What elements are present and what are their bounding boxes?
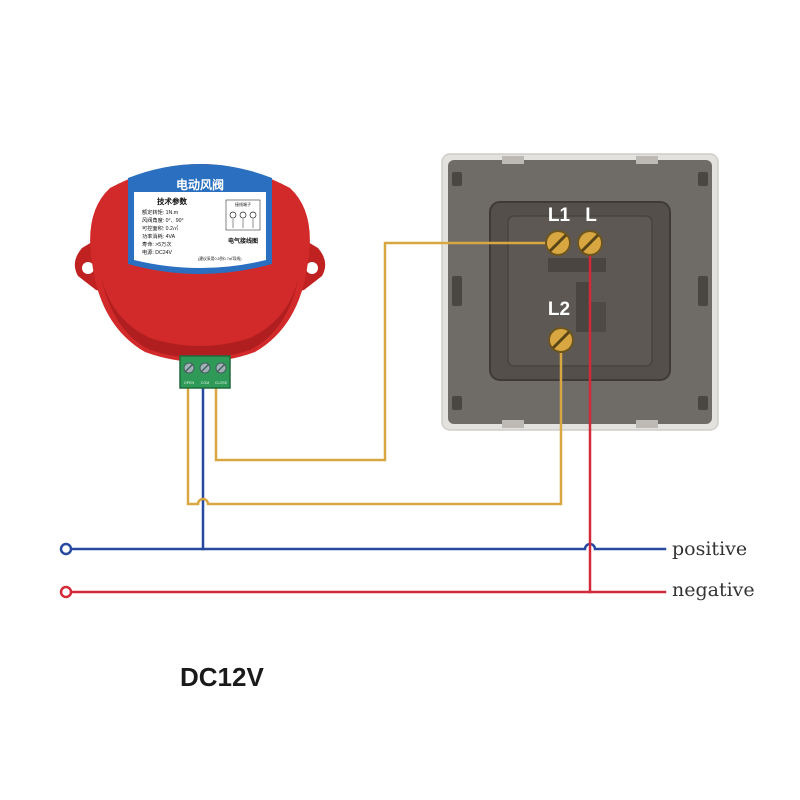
mini-terminal-icon [229, 211, 237, 219]
positive-bus-wire [66, 542, 667, 551]
supply-voltage-label: DC12V [180, 662, 264, 692]
notch [636, 156, 658, 164]
spec-line: 风阀角度: 0°、90° [142, 216, 184, 224]
screw-hole [698, 172, 708, 186]
open-to-l2-wire [186, 338, 563, 506]
spec-line: 寿命: >5万次 [142, 240, 172, 248]
spec-line: 额定转矩: 1N.m [142, 208, 178, 216]
screw-slot [548, 233, 568, 253]
wiring-title: 电气接线图 [228, 237, 258, 245]
screw-hole [698, 396, 708, 410]
wall-switch [441, 153, 719, 431]
mounting-hole-icon [82, 262, 94, 274]
contact-bar [576, 282, 590, 332]
positive-label: positive [672, 538, 747, 560]
screw-hole [452, 396, 462, 410]
terminal-label-l2: L2 [548, 299, 570, 320]
negative-terminal-icon [59, 585, 73, 599]
mounting-hole-icon [306, 262, 318, 274]
spec-heading: 技术参数 [157, 196, 187, 206]
terminal-housing [548, 258, 606, 272]
screw-hole [452, 172, 462, 186]
terminal-label-open: OPEN [184, 381, 195, 385]
notch [502, 156, 524, 164]
contact-block [588, 302, 606, 332]
spec-line: 可控面积: 0.2㎡ [142, 224, 179, 232]
clip-slot [452, 276, 462, 306]
terminal-label-l: L [585, 205, 597, 226]
terminal-label-close: CLOSE [215, 381, 228, 385]
mini-terminal-icon [239, 211, 247, 219]
clip-slot [698, 276, 708, 306]
actuator-title: 电动风阀 [176, 177, 224, 192]
screw-slot [551, 330, 571, 350]
switch-screws [545, 230, 603, 353]
wiring-box-header: 接线端子 [235, 201, 251, 207]
terminal-label-l1: L1 [548, 205, 571, 226]
spec-line: 电源: DC24V [142, 248, 173, 256]
close-to-l1-wire [214, 241, 560, 462]
spec-line: 功率消耗: 4VA [142, 232, 176, 240]
spec-note: (建议采用0.5到0.7㎡导线) [198, 256, 242, 261]
terminal-label-com: COM [201, 381, 209, 385]
screw-slot [580, 233, 600, 253]
positive-terminal-icon [59, 542, 73, 556]
damper-actuator: 电动风阀 技术参数 额定转矩: 1N.m 风阀角度: 0°、90° 可控面积: … [74, 164, 326, 389]
mini-terminal-icon [249, 211, 257, 219]
wires [66, 241, 667, 594]
notch [502, 420, 524, 428]
negative-label: negative [672, 579, 755, 601]
notch [636, 420, 658, 428]
